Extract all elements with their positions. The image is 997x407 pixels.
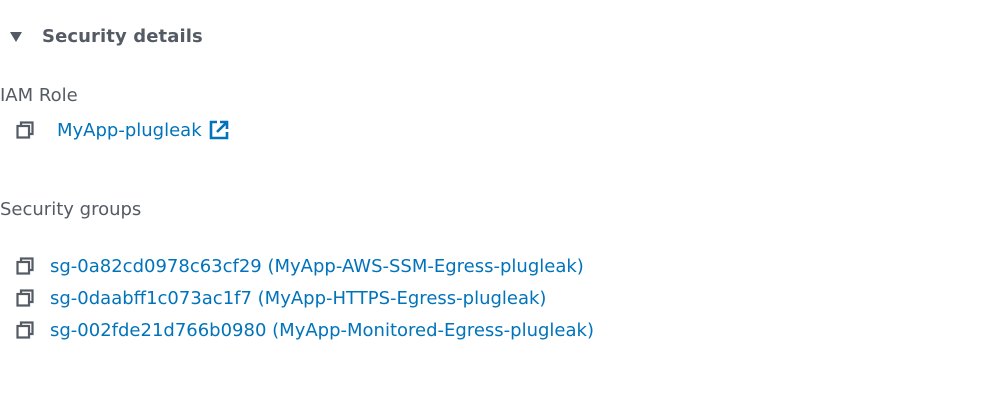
iam-role-value-row: MyApp-plugleak <box>16 117 230 143</box>
iam-role-link[interactable]: MyApp-plugleak <box>57 119 202 141</box>
security-details-toggle[interactable]: Security details <box>10 22 203 50</box>
iam-role-label: IAM Role <box>0 85 78 106</box>
section-title: Security details <box>42 25 203 47</box>
security-group-item: sg-0a82cd0978c63cf29 (MyApp-AWS-SSM-Egre… <box>16 253 584 279</box>
security-group-link[interactable]: sg-0daabff1c073ac1f7 (MyApp-HTTPS-Egress… <box>50 287 547 309</box>
security-group-link[interactable]: sg-0a82cd0978c63cf29 (MyApp-AWS-SSM-Egre… <box>50 255 584 277</box>
security-group-item: sg-0daabff1c073ac1f7 (MyApp-HTTPS-Egress… <box>16 285 546 311</box>
security-groups-label: Security groups <box>0 199 142 220</box>
copy-icon[interactable] <box>16 257 34 275</box>
caret-down-icon <box>10 31 22 42</box>
external-link-icon[interactable] <box>208 119 230 141</box>
copy-icon[interactable] <box>16 121 34 139</box>
copy-icon[interactable] <box>16 321 34 339</box>
security-group-link[interactable]: sg-002fde21d766b0980 (MyApp-Monitored-Eg… <box>50 319 594 341</box>
copy-icon[interactable] <box>16 289 34 307</box>
security-group-item: sg-002fde21d766b0980 (MyApp-Monitored-Eg… <box>16 317 594 343</box>
